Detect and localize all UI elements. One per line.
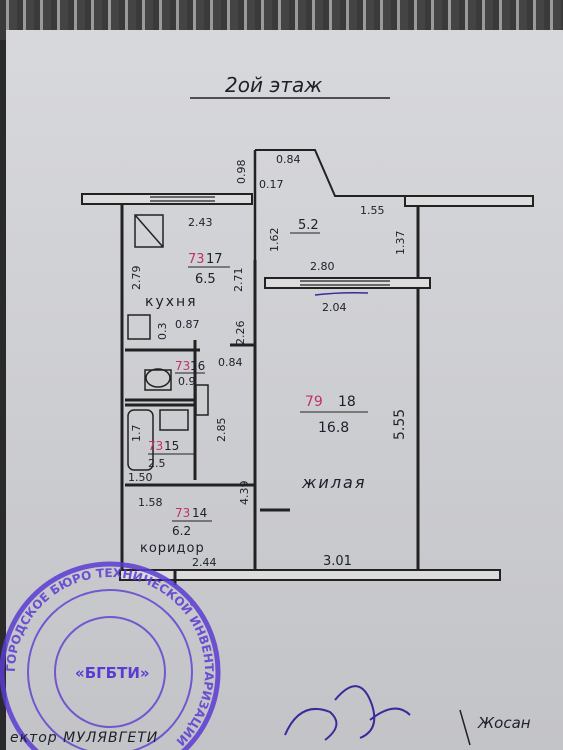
room-index: 14	[192, 506, 207, 520]
dimension-label: 0.84	[276, 153, 301, 166]
room-labels: 73 17 6.5 кухня 73 16 0.9 73 15 2.5 73 1…	[140, 218, 368, 556]
signer-bracket	[459, 709, 471, 746]
dimension-label: 4.39	[238, 481, 251, 506]
room-name: кухня	[145, 294, 198, 310]
dimension-label: 1.50	[128, 471, 153, 484]
inspector-label: ектор МУЛЯВГЕТИ	[10, 730, 158, 746]
toilet-icon	[145, 368, 171, 388]
signer-name: Жосан	[477, 714, 531, 732]
room-index: 17	[206, 252, 223, 267]
dimension-label: 2.44	[192, 556, 217, 569]
dimension-label: 2.80	[310, 260, 335, 273]
room-area: 0.9	[178, 375, 196, 388]
room-index: 18	[338, 394, 356, 410]
stamp-center-text: «БГБТИ»	[75, 664, 150, 682]
room-number: 79	[305, 394, 323, 410]
dimension-label: 2.85	[215, 418, 228, 443]
stove-icon	[134, 214, 164, 248]
bgbti-stamp: ГОРОДСКОЕ БЮРО ТЕХНИЧЕСКОЙ ИНВЕНТАРИЗАЦИ…	[0, 561, 221, 750]
dimension-label: 3.01	[323, 554, 352, 569]
dimension-label: 1.37	[394, 231, 407, 256]
floor-title: 2ой этаж	[225, 73, 322, 97]
fixtures	[127, 214, 209, 471]
sink-icon	[127, 314, 151, 340]
room-name: коридор	[140, 541, 205, 556]
dimension-label: 2.79	[130, 266, 143, 291]
dimension-label: 0.84	[218, 356, 243, 369]
signature	[284, 685, 411, 741]
dimension-label: 2.71	[232, 268, 245, 293]
dimension-label: 1.7	[130, 425, 143, 443]
room-name: жилая	[301, 473, 366, 492]
dimension-label: 2.04	[322, 301, 347, 314]
room-number: 73	[175, 506, 190, 520]
dimension-labels: 0.84 0.98 0.17 2.43 1.55 1.62 1.37 2.80 …	[128, 153, 408, 569]
room-area: 16.8	[318, 420, 349, 436]
room-area: 5.2	[298, 218, 319, 233]
room-area: 6.5	[195, 272, 216, 287]
room-area: 2.5	[148, 457, 166, 470]
dimension-label: 2.43	[188, 216, 213, 229]
dimension-label: 0.3	[156, 323, 169, 341]
dimension-label: 1.58	[138, 496, 163, 509]
bathtub-icon	[127, 409, 154, 471]
pen-mark	[314, 292, 369, 296]
dimension-label: 5.55	[392, 409, 408, 440]
room-index: 15	[164, 439, 179, 453]
room-number: 73	[188, 252, 205, 267]
dimension-label: 2.26	[234, 321, 247, 346]
dimension-label: 1.55	[360, 204, 385, 217]
windows	[150, 196, 390, 286]
room-number: 73	[175, 359, 190, 373]
dimension-label: 1.62	[268, 228, 281, 253]
room-index: 16	[190, 359, 205, 373]
room-area: 6.2	[172, 524, 191, 538]
dimension-label: 0.98	[235, 160, 248, 185]
room-number: 73	[148, 439, 163, 453]
dimension-label: 0.87	[175, 318, 200, 331]
washbasin-icon	[159, 409, 189, 431]
dimension-label: 0.17	[259, 178, 284, 191]
